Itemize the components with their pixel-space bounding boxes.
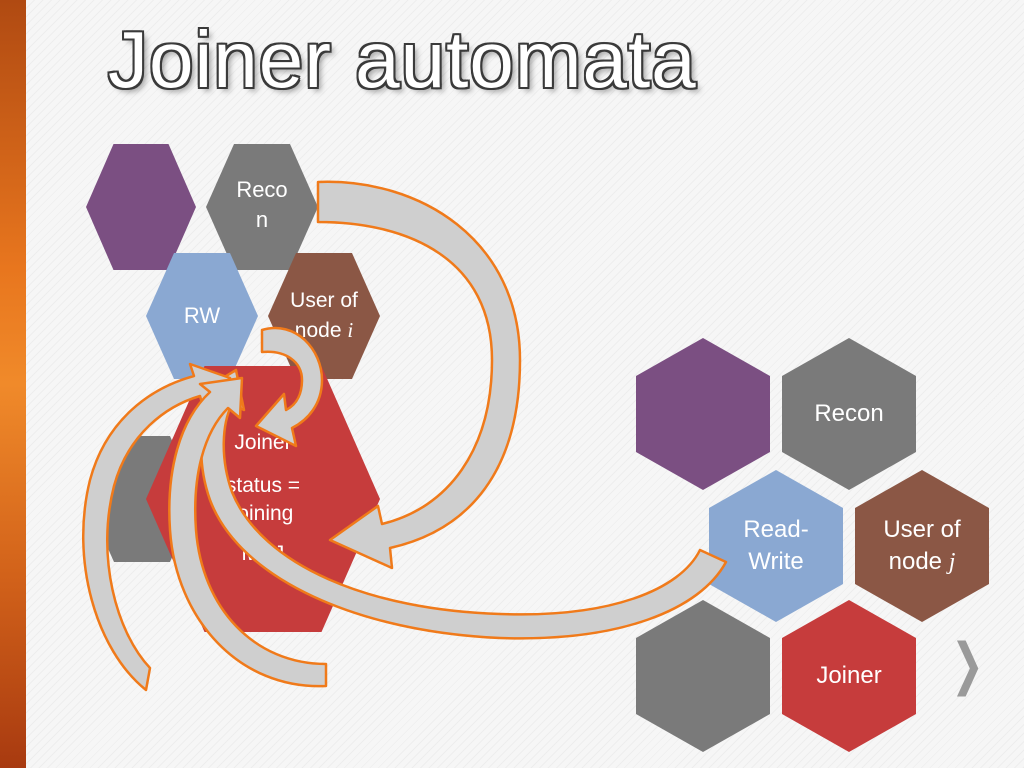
right-read-write-hex: Read-Write	[709, 470, 843, 622]
right-read-write-label: Read-Write	[743, 515, 809, 575]
slide-title: Joiner automata	[108, 15, 697, 104]
chevron-right-icon[interactable]: ❯	[951, 632, 984, 697]
right-recon-hex: Recon	[782, 338, 916, 490]
left-recon-hex: Reco n	[206, 144, 318, 270]
right-joiner-label: Joiner	[816, 661, 882, 689]
left-user-hex: User of node i	[268, 253, 380, 379]
right-user-var: j	[948, 549, 956, 575]
left-joiner-title: Joiner	[234, 431, 292, 455]
right-gray-hex-lower	[636, 600, 770, 752]
right-purple-hex	[636, 338, 770, 490]
left-rw-hex: RW	[146, 253, 258, 379]
right-user-label: User of node j	[872, 514, 972, 579]
right-user-hex: User of node j	[855, 470, 989, 622]
left-rw-label: RW	[183, 303, 221, 329]
left-recon-label: Reco n	[236, 177, 288, 232]
right-user-prefix: User of node	[883, 515, 961, 575]
right-recon-label: Recon	[814, 399, 884, 427]
left-joiner-status: status = joining	[225, 473, 301, 525]
left-joiner-iw: iw=J	[241, 542, 285, 566]
left-purple-hex	[86, 144, 196, 270]
sidebar-accent-bar	[0, 0, 26, 768]
right-joiner-hex: Joiner	[782, 600, 916, 752]
left-joiner-hex: Joiner status = joining iw=J	[146, 366, 380, 632]
left-user-var: i	[347, 317, 354, 342]
left-user-label: User of node i	[289, 287, 359, 345]
